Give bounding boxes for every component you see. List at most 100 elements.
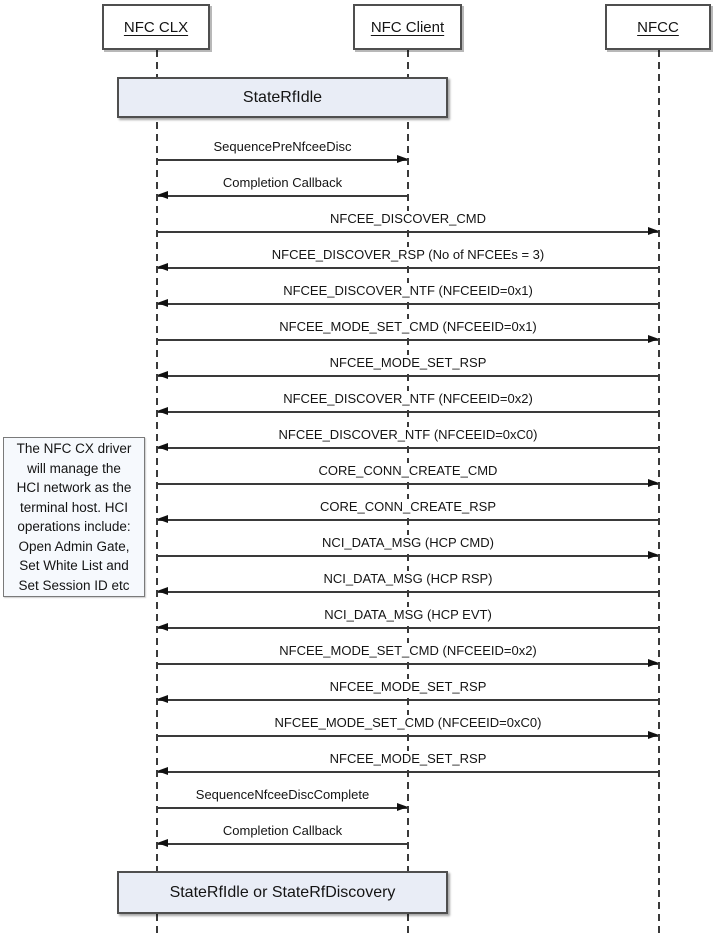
actor-box-nfc-client: NFC Client <box>353 4 462 50</box>
arrowhead-left-icon <box>157 587 168 596</box>
message-label: NFCEE_DISCOVER_RSP (No of NFCEEs = 3) <box>157 247 659 263</box>
message-arrow-line <box>157 555 659 557</box>
message-arrow-line <box>157 735 659 737</box>
message-label-text: NFCEE_MODE_SET_CMD (NFCEEID=0xC0) <box>271 715 545 730</box>
message-arrow-line <box>157 699 659 701</box>
actor-label-nfc-client: NFC Client <box>370 18 445 36</box>
message-label-text: NFCEE_MODE_SET_RSP <box>326 679 490 694</box>
message-nci-data-msg-hcp-cmd: NCI_DATA_MSG (HCP CMD) <box>157 535 659 561</box>
message-label-text: NFCEE_DISCOVER_NTF (NFCEEID=0xC0) <box>275 427 541 442</box>
arrowhead-right-icon <box>648 479 659 488</box>
message-arrow-line <box>157 339 659 341</box>
message-nfcee-mode-set-cmd-nfceeid-0x1: NFCEE_MODE_SET_CMD (NFCEEID=0x1) <box>157 319 659 345</box>
arrowhead-right-icon <box>648 659 659 668</box>
message-label-text: NFCEE_MODE_SET_RSP <box>326 355 490 370</box>
message-nfcee-mode-set-rsp: NFCEE_MODE_SET_RSP <box>157 355 659 381</box>
arrowhead-right-icon <box>648 335 659 344</box>
message-label: NFCEE_MODE_SET_CMD (NFCEEID=0x1) <box>157 319 659 335</box>
message-nfcee-discover-cmd: NFCEE_DISCOVER_CMD <box>157 211 659 237</box>
message-label-text: CORE_CONN_CREATE_CMD <box>315 463 501 478</box>
message-label: NFCEE_MODE_SET_RSP <box>157 679 659 695</box>
actor-label-nfcc: NFCC <box>637 18 679 36</box>
message-label-text: NFCEE_DISCOVER_RSP (No of NFCEEs = 3) <box>268 247 548 262</box>
message-arrow-line <box>157 591 659 593</box>
message-label: NCI_DATA_MSG (HCP EVT) <box>157 607 659 623</box>
arrowhead-left-icon <box>157 443 168 452</box>
state-box-top-label: StateRfIdle <box>242 88 323 106</box>
message-label: NFCEE_MODE_SET_RSP <box>157 751 659 767</box>
message-arrow-line <box>157 267 659 269</box>
lifeline-nfc-client <box>407 50 409 937</box>
note-box-hci-driver: The NFC CX driver will manage the HCI ne… <box>3 437 145 597</box>
message-arrow-line <box>157 375 659 377</box>
message-core-conn-create-rsp: CORE_CONN_CREATE_RSP <box>157 499 659 525</box>
arrowhead-right-icon <box>397 155 408 164</box>
message-label-text: CORE_CONN_CREATE_RSP <box>316 499 500 514</box>
arrowhead-right-icon <box>648 731 659 740</box>
message-sequenceprenfceedisc: SequencePreNfceeDisc <box>157 139 408 165</box>
arrowhead-left-icon <box>157 191 168 200</box>
lifeline-nfc-clx <box>156 50 158 937</box>
message-arrow-line <box>157 807 408 809</box>
message-arrow-line <box>157 843 408 845</box>
arrowhead-left-icon <box>157 695 168 704</box>
arrowhead-left-icon <box>157 371 168 380</box>
message-label: CORE_CONN_CREATE_RSP <box>157 499 659 515</box>
message-label-text: NCI_DATA_MSG (HCP CMD) <box>319 535 497 550</box>
message-label-text: NFCEE_MODE_SET_CMD (NFCEEID=0x2) <box>276 643 540 658</box>
state-box-bottom-label: StateRfIdle or StateRfDiscovery <box>169 883 396 901</box>
message-label: NCI_DATA_MSG (HCP RSP) <box>157 571 659 587</box>
message-label: SequenceNfceeDiscComplete <box>157 787 408 803</box>
message-label-text: NFCEE_DISCOVER_NTF (NFCEEID=0x2) <box>280 391 536 406</box>
message-label-text: Completion Callback <box>219 823 346 838</box>
message-arrow-line <box>157 627 659 629</box>
message-nfcee-discover-ntf-nfceeid-0xc0: NFCEE_DISCOVER_NTF (NFCEEID=0xC0) <box>157 427 659 453</box>
message-completion-callback: Completion Callback <box>157 823 408 849</box>
message-label: SequencePreNfceeDisc <box>157 139 408 155</box>
arrowhead-right-icon <box>397 803 408 812</box>
message-label: Completion Callback <box>157 175 408 191</box>
message-label-text: NFCEE_MODE_SET_CMD (NFCEEID=0x1) <box>276 319 540 334</box>
message-label: Completion Callback <box>157 823 408 839</box>
message-arrow-line <box>157 231 659 233</box>
message-label: NFCEE_MODE_SET_CMD (NFCEEID=0xC0) <box>157 715 659 731</box>
message-label-text: SequenceNfceeDiscComplete <box>192 787 373 802</box>
message-nfcee-mode-set-rsp: NFCEE_MODE_SET_RSP <box>157 679 659 705</box>
message-label: CORE_CONN_CREATE_CMD <box>157 463 659 479</box>
message-nci-data-msg-hcp-evt: NCI_DATA_MSG (HCP EVT) <box>157 607 659 633</box>
message-arrow-line <box>157 159 408 161</box>
state-box-rf-idle: StateRfIdle <box>117 77 448 118</box>
message-arrow-line <box>157 195 408 197</box>
message-nfcee-mode-set-rsp: NFCEE_MODE_SET_RSP <box>157 751 659 777</box>
message-nfcee-discover-ntf-nfceeid-0x1: NFCEE_DISCOVER_NTF (NFCEEID=0x1) <box>157 283 659 309</box>
message-sequencenfceedisccomplete: SequenceNfceeDiscComplete <box>157 787 408 813</box>
message-arrow-line <box>157 447 659 449</box>
message-label: NFCEE_DISCOVER_NTF (NFCEEID=0xC0) <box>157 427 659 443</box>
arrowhead-left-icon <box>157 767 168 776</box>
message-arrow-line <box>157 411 659 413</box>
message-nfcee-discover-ntf-nfceeid-0x2: NFCEE_DISCOVER_NTF (NFCEEID=0x2) <box>157 391 659 417</box>
arrowhead-left-icon <box>157 839 168 848</box>
message-label-text: SequencePreNfceeDisc <box>210 139 355 154</box>
message-arrow-line <box>157 483 659 485</box>
actor-box-nfc-clx: NFC CLX <box>102 4 210 50</box>
message-label-text: NFCEE_DISCOVER_NTF (NFCEEID=0x1) <box>280 283 536 298</box>
message-label: NFCEE_DISCOVER_NTF (NFCEEID=0x1) <box>157 283 659 299</box>
message-label-text: NCI_DATA_MSG (HCP RSP) <box>320 571 496 586</box>
message-label: NFCEE_DISCOVER_CMD <box>157 211 659 227</box>
message-label: NFCEE_DISCOVER_NTF (NFCEEID=0x2) <box>157 391 659 407</box>
state-box-rf-idle-or-discovery: StateRfIdle or StateRfDiscovery <box>117 871 448 914</box>
arrowhead-left-icon <box>157 407 168 416</box>
message-label-text: NFCEE_DISCOVER_CMD <box>326 211 490 226</box>
message-label: NFCEE_MODE_SET_RSP <box>157 355 659 371</box>
message-label-text: Completion Callback <box>219 175 346 190</box>
actor-label-nfc-clx: NFC CLX <box>123 18 189 36</box>
arrowhead-left-icon <box>157 263 168 272</box>
message-label: NFCEE_MODE_SET_CMD (NFCEEID=0x2) <box>157 643 659 659</box>
message-label-text: NFCEE_MODE_SET_RSP <box>326 751 490 766</box>
message-core-conn-create-cmd: CORE_CONN_CREATE_CMD <box>157 463 659 489</box>
message-nci-data-msg-hcp-rsp: NCI_DATA_MSG (HCP RSP) <box>157 571 659 597</box>
message-arrow-line <box>157 519 659 521</box>
arrowhead-left-icon <box>157 515 168 524</box>
